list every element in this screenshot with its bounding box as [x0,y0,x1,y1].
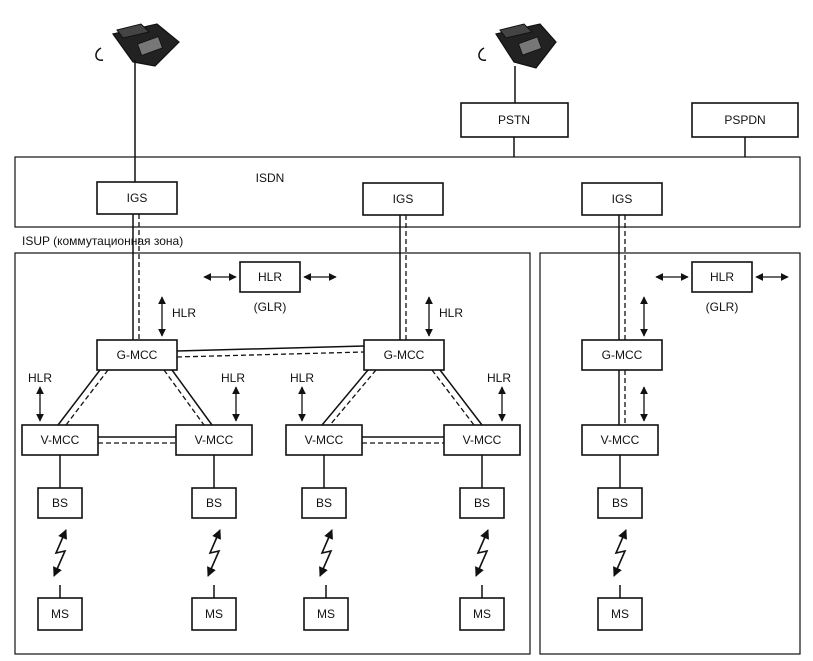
gmcc2-vmcc3-solid [321,369,369,426]
telephone-icon-left [95,23,180,67]
g-mcc-box-3 [581,339,663,371]
ms-box-1 [37,597,83,631]
gmcc2-vmcc3-dashed [329,369,377,426]
gmcc1-vmcc2-solid [171,369,213,426]
pstn-box [460,102,569,138]
ms-box-4 [459,597,505,631]
bs-box-3 [301,487,347,519]
igs-box-3 [581,182,663,216]
hlr-text-vmcc-1: HLR [28,371,52,385]
ms-label-5: MS [611,607,629,621]
ms-label-2: MS [205,607,223,621]
igs-box-2 [362,182,444,216]
pstn-label: PSTN [498,113,530,127]
bs-label-4: BS [474,496,490,510]
glr-label-left: (GLR) [254,300,287,314]
pspdn-box [691,102,799,138]
gmcc2-vmcc4-solid [439,369,483,426]
ms-label-4: MS [473,607,491,621]
hlr-label-left: HLR [258,270,282,284]
bs-label-2: BS [206,496,222,510]
hlr-text-vmcc-3: HLR [290,371,314,385]
lightning-radio-icon-4 [475,529,489,577]
hlr-text-vmcc-4: HLR [487,371,511,385]
switching-zone-right [539,252,801,655]
bs-box-5 [597,487,643,519]
igs-label-1: IGS [127,191,148,205]
v-mcc-label-3: V-MCC [305,433,344,447]
lightning-radio-icon-3 [319,529,333,577]
pspdn-label: PSPDN [724,113,765,127]
bs-box-2 [191,487,237,519]
g-mcc-label-2: G-MCC [384,348,425,362]
lightning-radio-icon-1 [53,529,67,577]
hlr-box-right [691,261,753,293]
telephone-icon-right [478,23,557,69]
gmcc-gmcc-dashed [176,351,365,358]
lightning-radio-icon-5 [613,529,627,577]
gmcc2-vmcc4-dashed [431,369,475,426]
ms-label-3: MS [317,607,335,621]
igs-label-2: IGS [393,192,414,206]
bs-box-1 [37,487,83,519]
isdn-region [14,156,801,228]
bs-label-3: BS [316,496,332,510]
ms-box-5 [597,597,643,631]
hlr-label-right: HLR [710,270,734,284]
v-mcc-label-5: V-MCC [601,433,640,447]
hlr-box-left [239,261,301,293]
lightning-radio-icon-2 [207,529,221,577]
v-mcc-label-1: V-MCC [41,433,80,447]
bs-label-1: BS [52,496,68,510]
hlr-text-gmcc-1: HLR [172,306,196,320]
gmcc1-vmcc2-dashed [163,369,205,426]
isdn-label: ISDN [256,171,285,185]
igs-label-3: IGS [612,192,633,206]
g-mcc-label-1: G-MCC [117,348,158,362]
bs-label-5: BS [612,496,628,510]
gmcc1-vmcc1-dashed [65,369,109,426]
hlr-text-gmcc-2: HLR [439,306,463,320]
v-mcc-label-2: V-MCC [195,433,234,447]
v-mcc-box-1 [21,424,99,456]
isup-label: ISUP (коммутационная зона) [22,234,183,248]
ms-box-2 [191,597,237,631]
g-mcc-label-3: G-MCC [602,348,643,362]
ms-label-1: MS [51,607,69,621]
hlr-text-vmcc-2: HLR [221,371,245,385]
g-mcc-box-2 [363,339,445,371]
igs-box-1 [96,181,178,215]
v-mcc-box-2 [175,424,253,456]
gmcc1-vmcc1-solid [57,369,101,426]
glr-label-right: (GLR) [706,300,739,314]
gmcc-gmcc-solid [176,345,365,352]
ms-box-3 [303,597,349,631]
bs-box-4 [459,487,505,519]
g-mcc-box-1 [96,339,178,371]
v-mcc-box-3 [285,424,363,456]
v-mcc-label-4: V-MCC [463,433,502,447]
switching-zone-left [14,252,531,655]
